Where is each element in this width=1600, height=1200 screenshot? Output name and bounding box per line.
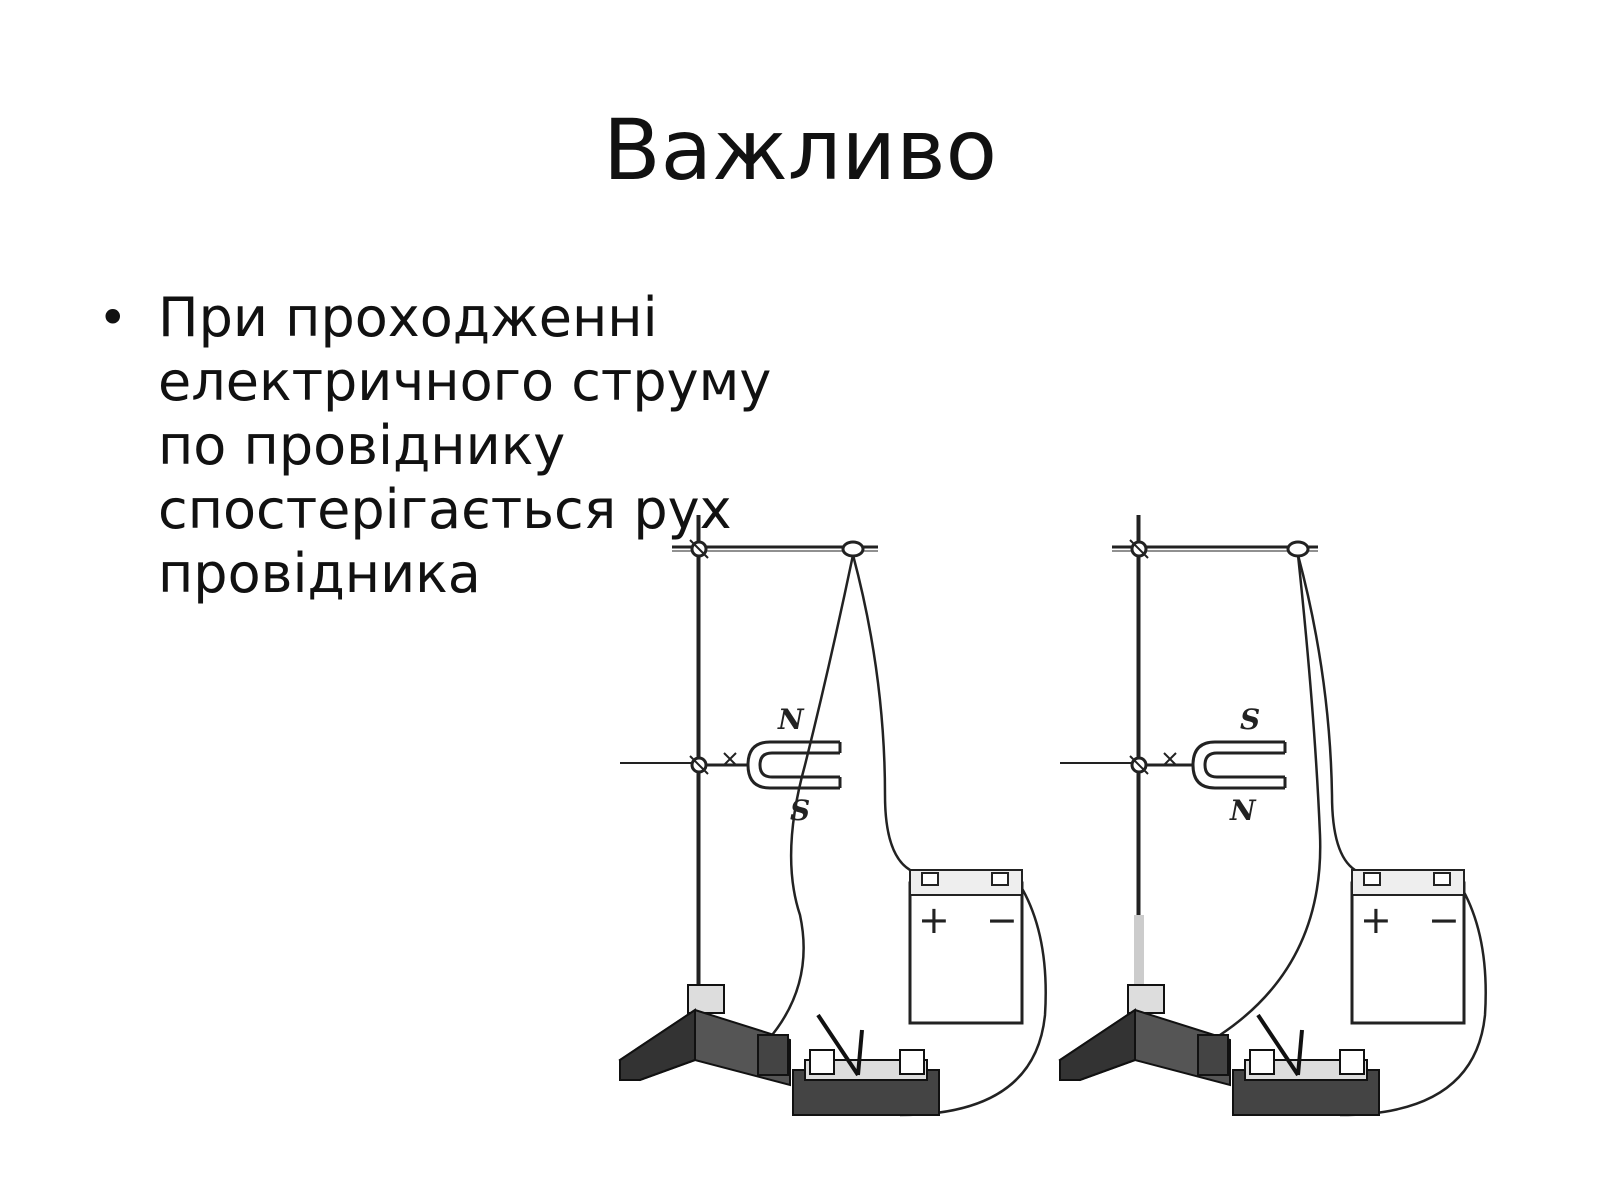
left-setup: N S + −	[618, 515, 1047, 1117]
horseshoe-magnet	[746, 740, 842, 790]
stand-base	[1058, 984, 1231, 1087]
experiment-figure: N S + −	[618, 515, 1487, 1117]
magnet-pole-label: N	[1229, 794, 1257, 827]
battery-minus-label: −	[1428, 898, 1460, 942]
bullet-symbol: •	[98, 289, 128, 347]
bullet-list: • При проходженні електричного струму по…	[92, 286, 792, 606]
magnet-pole-label: S	[790, 794, 810, 827]
battery: + −	[908, 869, 1024, 1025]
bullet-line: по провіднику	[158, 414, 566, 477]
battery-plus-label: +	[918, 898, 950, 942]
bullet-line: провідника	[158, 542, 481, 605]
right-setup: S N + −	[1058, 515, 1487, 1117]
slide-title: Важливо	[603, 101, 997, 199]
battery: + −	[1350, 869, 1466, 1025]
bullet-line: При проходженні	[158, 286, 658, 349]
magnet-pole-label: N	[777, 703, 805, 736]
magnet-pole-label: S	[1240, 703, 1260, 736]
wires	[767, 554, 1047, 1117]
battery-minus-label: −	[986, 898, 1018, 942]
bullet-item: • При проходженні електричного струму по…	[92, 286, 792, 606]
lab-stand	[620, 515, 878, 995]
switch	[792, 1013, 940, 1116]
lab-stand	[1060, 515, 1318, 990]
battery-plus-label: +	[1360, 898, 1392, 942]
wires	[1219, 554, 1487, 1117]
bullet-line: електричного струму	[158, 350, 772, 413]
switch	[1232, 1013, 1380, 1116]
horseshoe-magnet	[1191, 740, 1287, 790]
bullet-line: спостерігається рух	[158, 478, 732, 541]
stand-base	[618, 984, 791, 1087]
